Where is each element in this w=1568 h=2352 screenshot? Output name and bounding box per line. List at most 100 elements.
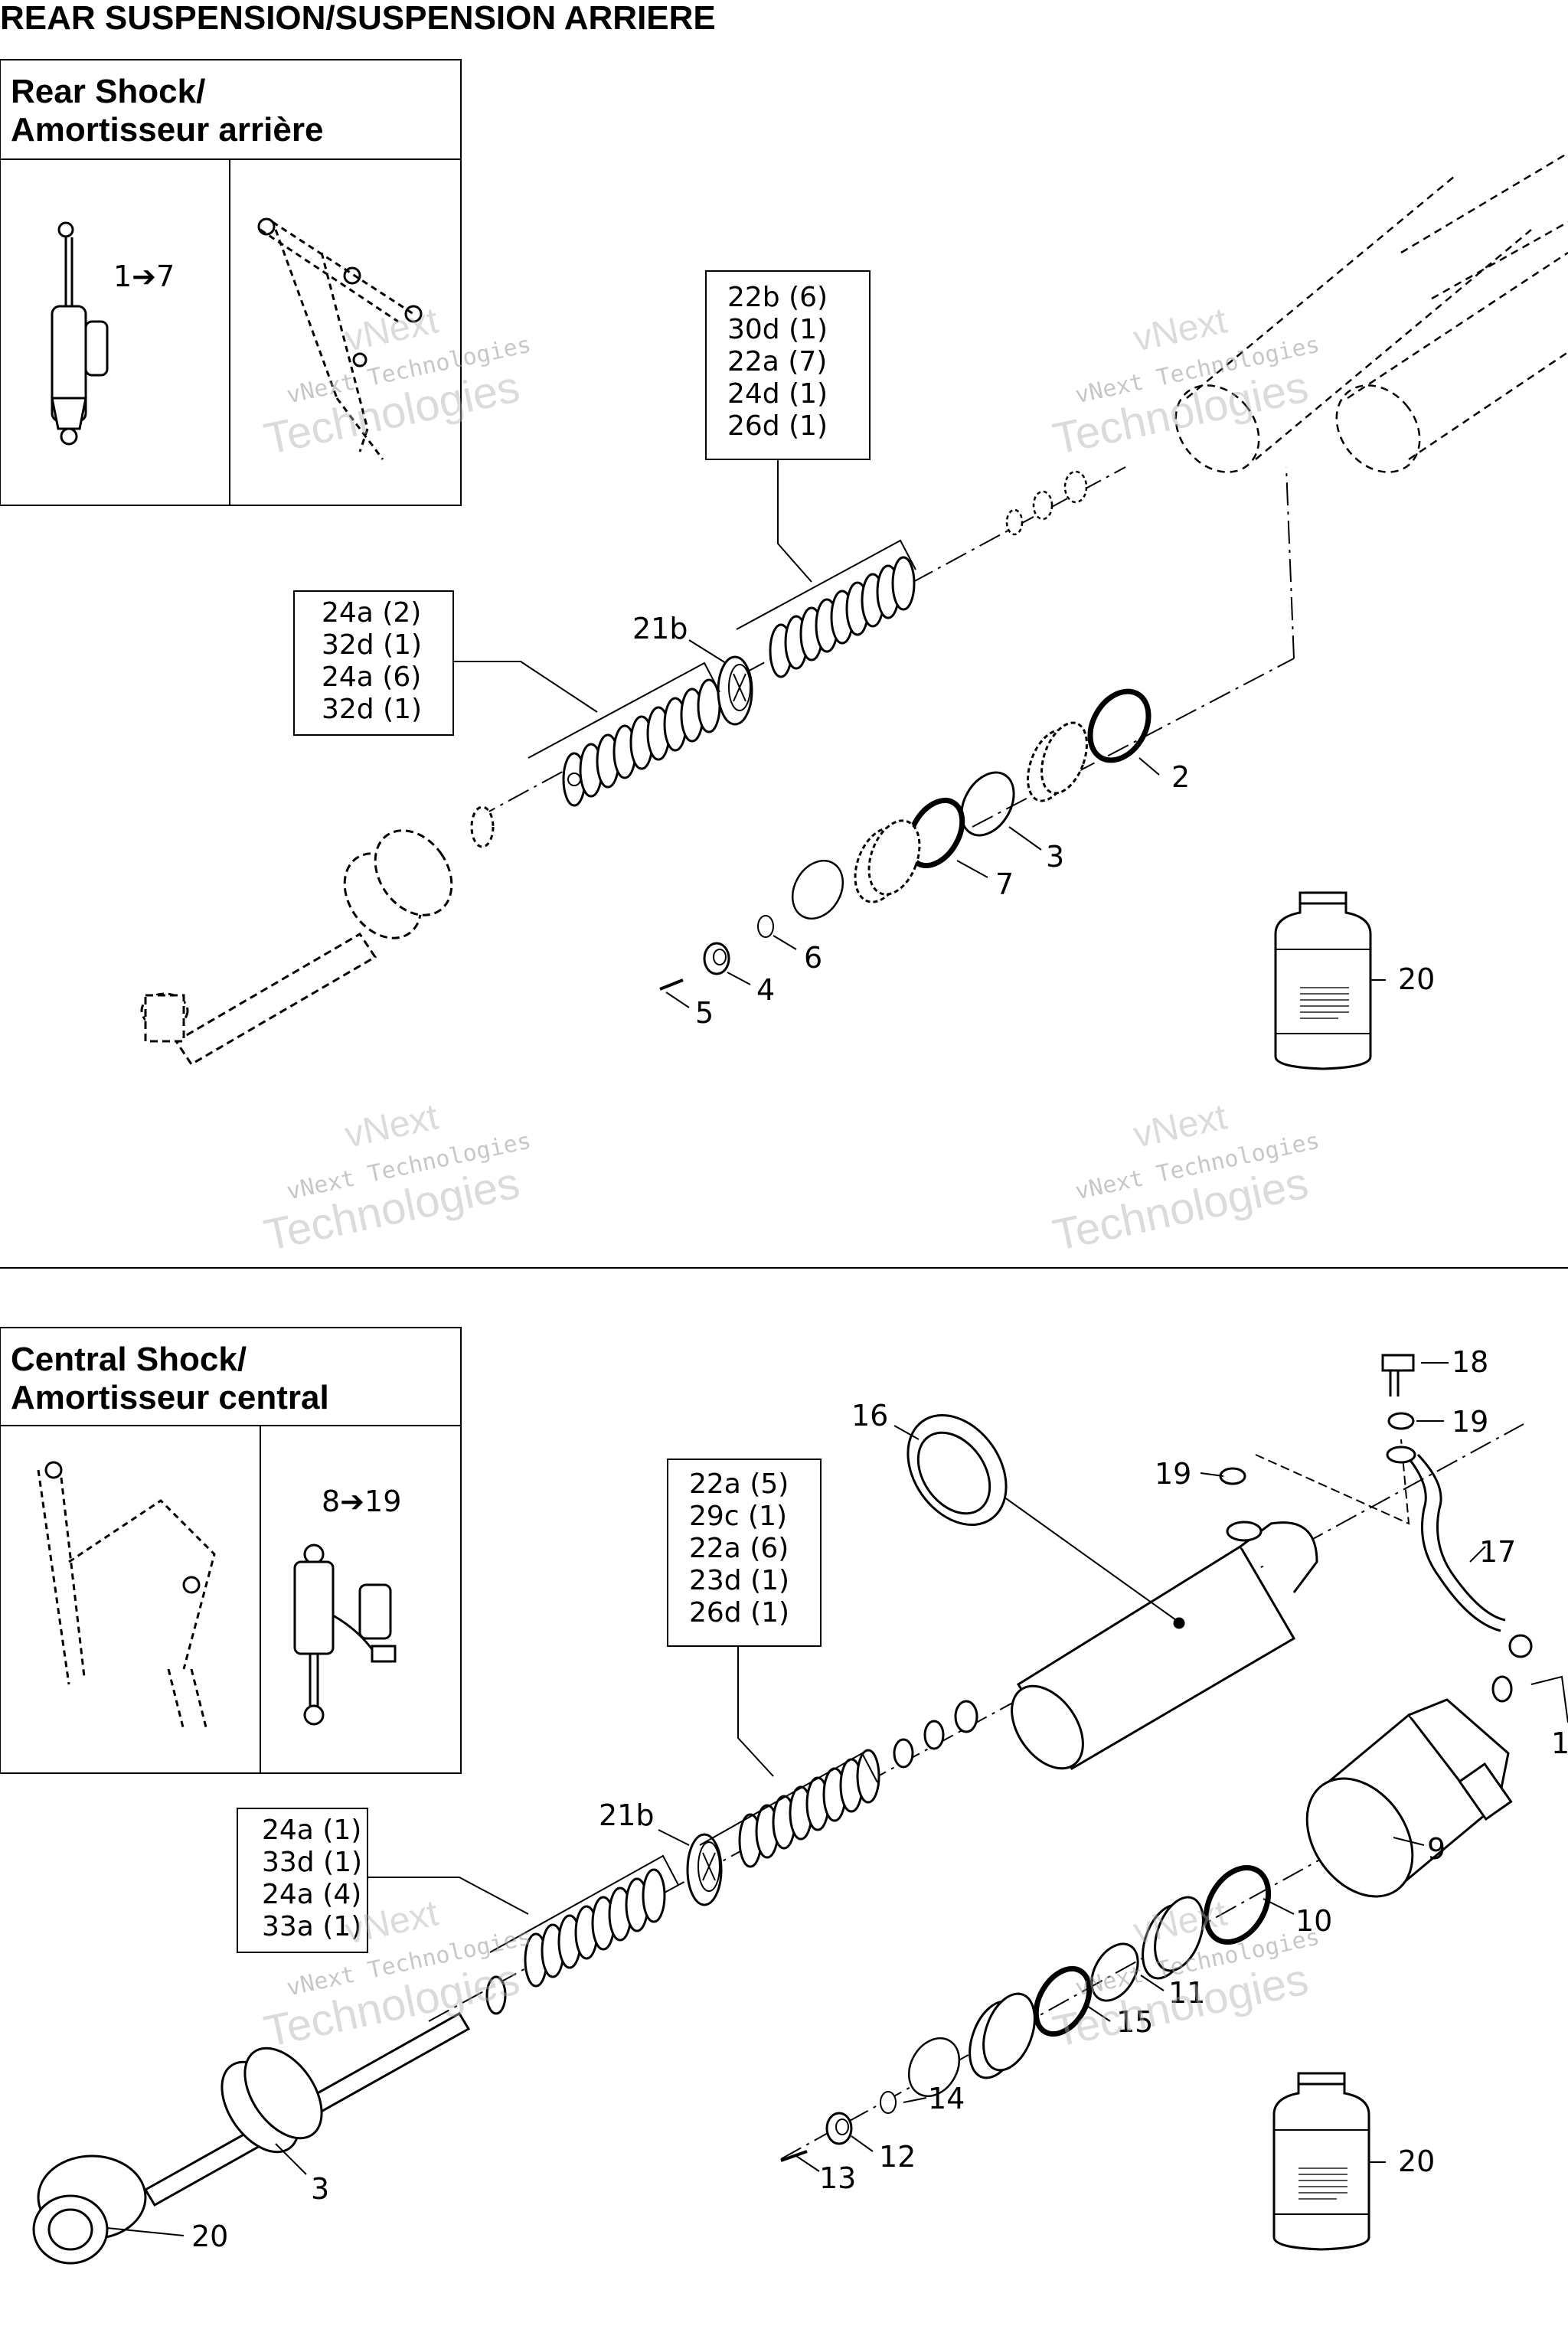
rear-label-4: 4: [756, 973, 775, 1007]
central-label-10: 10: [1295, 1904, 1332, 1938]
central-label-3: 3: [311, 2172, 329, 2206]
central-label-14: 14: [928, 2082, 965, 2115]
rear-o-ring-7: [906, 797, 965, 869]
central-label-17: 17: [1479, 1535, 1516, 1569]
central-washer-19-left: [1219, 1467, 1246, 1485]
central-spring-stack-upper: [738, 1749, 880, 1868]
rear-spring-stack-lower: [562, 678, 721, 807]
central-label-12: 12: [879, 2140, 916, 2174]
central-box-b-line-2: 24a (4): [262, 1879, 361, 1910]
rear-valve-upper: [1027, 721, 1088, 802]
central-oil-bottle: [1272, 2072, 1370, 2251]
rear-box-b-line-1: 32d (1): [322, 629, 422, 661]
central-o-ring-10: [1203, 1865, 1272, 1945]
central-piston-21b: [686, 1833, 723, 1906]
central-label-19-left: 19: [1155, 1457, 1191, 1491]
central-washer-lower: [485, 1975, 507, 2015]
central-box-a-line-1: 29c (1): [689, 1501, 787, 1532]
rear-valve-lower: [854, 819, 921, 903]
rear-oil-bottle: [1274, 891, 1372, 1070]
rear-disc: [791, 860, 844, 920]
central-range-label: 8➔19: [322, 1485, 401, 1518]
central-heading-box: [0, 1327, 462, 1426]
central-hose-17: [1386, 1446, 1533, 1658]
central-reservoir-9: [1305, 1698, 1513, 1898]
central-label-16: 16: [851, 1399, 888, 1432]
rear-label-2: 2: [1171, 760, 1190, 794]
rear-o-ring-2: [1087, 688, 1152, 763]
central-label-18: 18: [1452, 1345, 1488, 1379]
rear-box-a-line-4: 26d (1): [727, 410, 828, 442]
central-nut-12: [825, 2112, 853, 2145]
central-label-1: 1: [1551, 1726, 1568, 1760]
rear-screw-5: [659, 978, 684, 991]
rear-range-label: 1➔7: [113, 260, 175, 293]
rear-spring-stack-upper: [769, 556, 916, 678]
central-washer-19-top: [1387, 1412, 1415, 1430]
rear-label-3: 3: [1046, 840, 1064, 874]
central-box-a-line-4: 26d (1): [689, 1597, 789, 1628]
central-cylinder-body: [1011, 1521, 1318, 1771]
central-shaft: [32, 2011, 471, 2265]
rear-cylinder: [1174, 152, 1568, 473]
central-box-b-line-0: 24a (1): [262, 1815, 361, 1846]
rear-nuts: [1005, 470, 1088, 536]
rear-shock-section: Rear Shock/ Amortisseur arrière 1➔7: [0, 59, 1568, 1070]
watermark-6-line1: vNext: [1130, 1893, 1230, 1952]
watermark-2-line1: vNext: [1130, 300, 1230, 359]
central-label-20-left: 20: [191, 2220, 228, 2253]
rear-washer: [470, 805, 495, 848]
rear-box-a-line-0: 22b (6): [727, 282, 828, 313]
central-label-9: 9: [1427, 1832, 1446, 1866]
central-box-a-line-3: 23d (1): [689, 1565, 789, 1596]
page-title: REAR SUSPENSION/SUSPENSION ARRIERE: [0, 0, 716, 37]
rear-label-6: 6: [804, 941, 822, 975]
rear-shaft: [140, 829, 453, 1067]
central-label-13: 13: [819, 2161, 856, 2195]
rear-box-a-line-2: 22a (7): [727, 346, 827, 377]
central-callout-box-a: 22a (5) 29c (1) 22a (6) 23d (1) 26d (1): [667, 1459, 878, 1846]
central-disc: [907, 2037, 961, 2097]
rear-small-washer-6: [757, 915, 774, 938]
central-label-20-right: 20: [1398, 2145, 1435, 2178]
central-valve-lower: [969, 1992, 1036, 2079]
central-heading-line1: Central Shock/: [11, 1341, 247, 1378]
central-valve-upper: [1142, 1896, 1204, 1980]
central-bolt-18: [1381, 1354, 1415, 1396]
central-shock-section: Central Shock/ Amortisseur central 8➔19: [0, 1327, 1568, 2265]
central-cap-16: [906, 1413, 1008, 1527]
central-washer-1: [1491, 1675, 1513, 1703]
watermark-4-line1: vNext: [1130, 1096, 1230, 1155]
central-box-b-line-3: 33a (1): [262, 1911, 361, 1942]
rear-frame-thumbnail: [257, 217, 423, 460]
central-thumbnail-box: [0, 1425, 462, 1774]
rear-label-21b: 21b: [632, 612, 688, 645]
watermark-3-line1: vNext: [341, 1096, 442, 1155]
central-box-b-line-1: 33d (1): [262, 1847, 362, 1878]
central-leaders: [106, 1362, 1486, 2236]
central-heading-line2: Amortisseur central: [11, 1379, 329, 1416]
rear-heading-box: [0, 59, 462, 160]
central-shock-thumbnail: [293, 1544, 397, 1726]
rear-callout-box-a: 22b (6) 30d (1) 22a (7) 24d (1) 26d (1): [705, 270, 916, 630]
rear-box-a-line-1: 30d (1): [727, 314, 828, 345]
central-box-a-line-0: 22a (5): [689, 1468, 789, 1500]
central-spring-stack-lower: [524, 1868, 666, 1988]
rear-nut-4: [703, 942, 730, 975]
central-label-19-right: 19: [1452, 1405, 1488, 1439]
rear-label-5: 5: [695, 996, 714, 1030]
rear-shock-thumbnail: [51, 221, 109, 446]
rear-callout-box-b: 24a (2) 32d (1) 24a (6) 32d (1): [293, 590, 720, 759]
central-label-11: 11: [1168, 1976, 1205, 2010]
rear-heading-line1: Rear Shock/: [11, 73, 205, 110]
central-washer-14: [880, 2091, 897, 2114]
watermarks: vNext vNext Technologies Technologies vN…: [260, 300, 1322, 2056]
rear-box-a-line-3: 24d (1): [727, 378, 828, 410]
central-frame-thumbnail: [37, 1461, 216, 1731]
central-nuts: [893, 1700, 978, 1769]
rear-piston-21b: [717, 655, 753, 726]
rear-label-7: 7: [995, 867, 1014, 901]
central-label-15: 15: [1116, 2005, 1153, 2039]
rear-label-20: 20: [1398, 962, 1435, 996]
